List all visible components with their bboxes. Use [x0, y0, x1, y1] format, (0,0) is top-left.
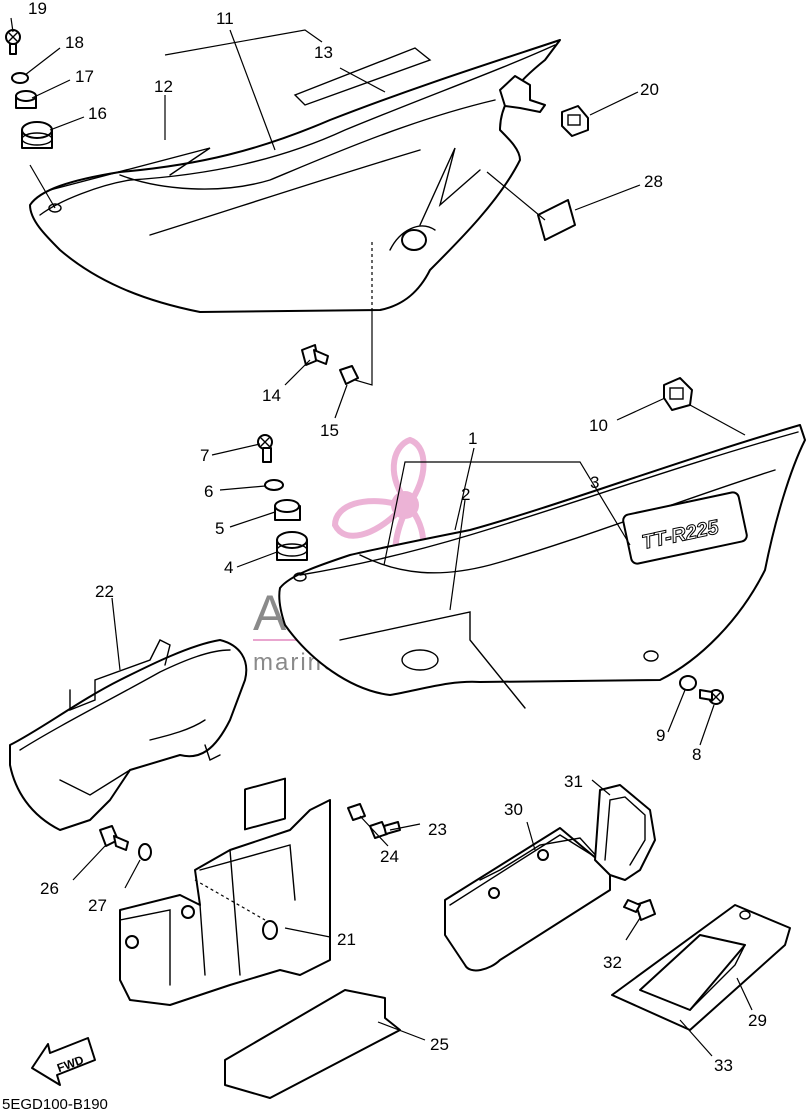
battery-box	[444, 827, 611, 972]
hardware-parts	[5, 29, 724, 921]
callout-labels: 19 18 17 16 11 12 13 20 28 14 15 1 2 3 1…	[28, 0, 767, 1075]
callout-22: 22	[95, 582, 114, 601]
callout-16: 16	[88, 104, 107, 123]
callout-10: 10	[589, 416, 608, 435]
guard-bracket	[9, 639, 248, 831]
callout-11: 11	[216, 9, 234, 28]
callout-4: 4	[224, 558, 233, 577]
callout-29: 29	[748, 1011, 767, 1030]
callout-2: 2	[461, 485, 470, 504]
diagram-code: 5EGD100-B190	[2, 1096, 108, 1112]
callout-18: 18	[65, 33, 84, 52]
callout-33: 33	[714, 1056, 733, 1075]
callout-20: 20	[640, 80, 659, 99]
callout-6: 6	[204, 482, 213, 501]
callout-19: 19	[28, 0, 47, 18]
callout-27: 27	[88, 896, 107, 915]
pad	[224, 989, 401, 1099]
callout-15: 15	[320, 421, 339, 440]
callout-25: 25	[430, 1035, 449, 1054]
leader-lines	[10, 17, 753, 1057]
callout-31: 31	[564, 772, 583, 791]
callout-30: 30	[504, 800, 523, 819]
upper-side-cover	[29, 39, 561, 313]
callout-14: 14	[262, 386, 281, 405]
callout-12: 12	[154, 77, 173, 96]
battery-plate	[611, 904, 791, 1031]
callout-9: 9	[656, 726, 665, 745]
callout-21: 21	[337, 930, 356, 949]
callout-5: 5	[215, 519, 224, 538]
callout-32: 32	[603, 953, 622, 972]
callout-23: 23	[428, 820, 447, 839]
lower-side-cover: TT-R225	[278, 424, 806, 709]
battery-band	[594, 784, 656, 881]
callout-8: 8	[692, 745, 701, 764]
callout-7: 7	[200, 446, 209, 465]
callout-1: 1	[468, 429, 477, 448]
callout-26: 26	[40, 879, 59, 898]
callout-13: 13	[314, 43, 333, 62]
inner-panel	[119, 777, 331, 1006]
fwd-arrow-icon: FWD	[31, 1037, 96, 1086]
callout-28: 28	[644, 172, 663, 191]
callout-3: 3	[590, 473, 599, 492]
callout-24: 24	[380, 847, 399, 866]
callout-17: 17	[75, 67, 94, 86]
